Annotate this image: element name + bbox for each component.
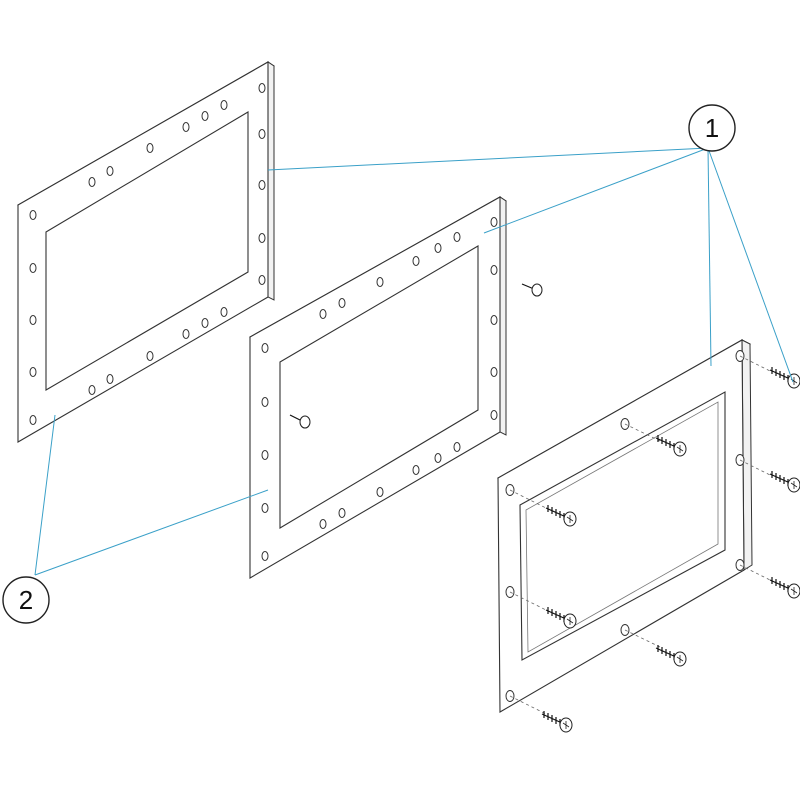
bolt-hole xyxy=(490,367,498,377)
bolt-hole xyxy=(146,351,154,361)
bolt-hole xyxy=(29,210,37,220)
callout-1-circle xyxy=(688,104,736,152)
bolt-hole xyxy=(258,180,266,190)
bolt-hole xyxy=(453,442,461,452)
callout-2: 2 xyxy=(2,576,50,624)
leader-line-2-to-gasket-left xyxy=(34,414,56,576)
bolt-hole xyxy=(434,453,442,463)
bolt-hole xyxy=(261,551,269,561)
screw xyxy=(655,435,687,457)
bolt-hole xyxy=(434,243,442,253)
bolt-hole xyxy=(88,385,96,395)
bolt-hole xyxy=(182,329,190,339)
callout-2-circle xyxy=(2,576,50,624)
bolt-hole xyxy=(220,100,228,110)
bolt-hole xyxy=(258,129,266,139)
bolt-hole xyxy=(453,232,461,242)
screw xyxy=(545,607,577,629)
bolt-hole xyxy=(146,143,154,153)
gasket-left-holes xyxy=(29,83,266,425)
bolt-hole xyxy=(319,519,327,529)
bolt-hole xyxy=(220,307,228,317)
bolt-hole xyxy=(106,374,114,384)
leader-line-2-to-gasket-middle xyxy=(34,489,269,576)
bolt-hole xyxy=(258,233,266,243)
bolt-hole xyxy=(182,122,190,132)
bolt-hole xyxy=(261,343,269,353)
screw-small-lower xyxy=(289,414,311,429)
bolt-hole xyxy=(490,315,498,325)
bolt-hole xyxy=(376,487,384,497)
callout-2-label: 2 xyxy=(19,585,33,615)
leader-lines xyxy=(34,147,794,576)
bolt-hole xyxy=(201,111,209,121)
flange-opening xyxy=(519,391,726,661)
bolt-hole xyxy=(258,275,266,285)
gasket-middle xyxy=(249,196,543,579)
bolt-hole xyxy=(412,256,420,266)
gasket-middle-opening xyxy=(279,245,479,529)
bolt-hole xyxy=(490,217,498,227)
bolt-hole xyxy=(29,315,37,325)
leader-line-1-to-flange xyxy=(707,147,712,367)
screw xyxy=(769,577,800,599)
bolt-hole xyxy=(29,415,37,425)
bolt-hole xyxy=(338,298,346,308)
gasket-left xyxy=(17,61,275,443)
screw xyxy=(655,645,687,667)
callout-1-label: 1 xyxy=(705,113,719,143)
gasket-middle-side-edge xyxy=(499,196,507,436)
leader-line-1-to-gasket-left xyxy=(267,147,709,171)
bolt-hole xyxy=(261,397,269,407)
screw xyxy=(545,505,577,527)
alignment-line xyxy=(509,489,547,509)
bolt-hole xyxy=(88,177,96,187)
screw xyxy=(769,367,800,389)
bolt-hole xyxy=(258,83,266,93)
screw-small-upper xyxy=(521,283,543,297)
bolt-hole xyxy=(106,166,114,176)
leader-line-1-to-gasket-middle xyxy=(483,147,709,234)
leader-line-1-to-screw xyxy=(707,147,794,383)
alignment-line xyxy=(509,591,547,611)
bolt-hole xyxy=(319,309,327,319)
bolt-hole xyxy=(490,265,498,275)
gasket-left-side-edge xyxy=(267,61,275,301)
bolt-hole xyxy=(338,508,346,518)
gasket-middle-holes xyxy=(261,217,498,561)
flange-frame xyxy=(497,339,773,715)
screws xyxy=(541,367,800,733)
bolt-hole xyxy=(376,277,384,287)
bolt-hole xyxy=(261,450,269,460)
screw xyxy=(769,471,800,493)
bolt-hole xyxy=(201,318,209,328)
callout-1: 1 xyxy=(688,104,736,152)
bolt-hole xyxy=(490,410,498,420)
bolt-hole xyxy=(261,503,269,513)
alignment-line xyxy=(509,695,547,715)
bolt-hole xyxy=(29,263,37,273)
alignment-line xyxy=(624,423,661,442)
bolt-hole xyxy=(29,367,37,377)
bolt-hole xyxy=(412,465,420,475)
screw xyxy=(541,711,573,733)
alignment-line xyxy=(624,629,661,648)
gasket-left-opening xyxy=(45,111,249,391)
